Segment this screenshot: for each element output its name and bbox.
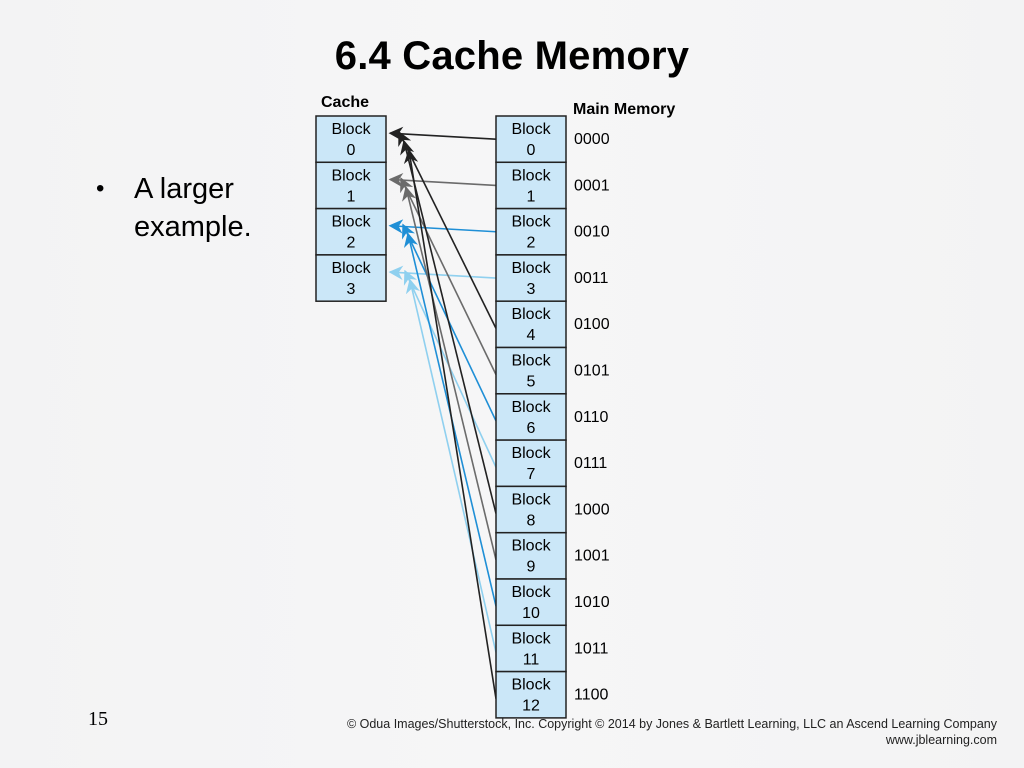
memory-address: 0001 [574,177,610,194]
copyright-line: © Odua Images/Shutterstock, Inc. Copyrig… [346,717,997,731]
memory-block-10: Block 10 [495,578,567,627]
mapping-arrow-9-to-1 [402,186,497,561]
block-word: Block [331,260,371,277]
memory-block-11: Block 11 [495,624,567,673]
block-word: Block [511,584,551,601]
cache-block-0: Block 0 [315,115,387,164]
block-box [495,670,567,719]
block-number: 0 [347,142,356,159]
bullet-dot-icon: • [96,175,105,202]
cache-label: Cache [321,94,369,111]
memory-address: 0111 [574,455,607,472]
mapping-arrow-5-to-1 [400,177,497,375]
memory-address: 1010 [574,594,610,611]
memory-block-1: Block 1 [495,161,567,210]
memory-blocks: Block00000Block10001Block20010Block30011… [495,115,610,719]
block-number: 1 [527,188,536,205]
bullet-list: • A larger example. [96,170,316,246]
bullet-text: A larger example. [134,173,252,243]
memory-block-12: Block 12 [495,670,567,719]
mapping-arrow-12-to-0 [403,148,497,699]
memory-block-9: Block 9 [495,531,567,580]
memory-block-3: Block 3 [495,254,567,302]
block-word: Block [511,260,551,277]
block-number: 3 [347,281,356,298]
page-number: 15 [88,708,108,730]
block-word: Block [511,538,551,555]
block-word: Block [511,445,551,462]
block-number: 2 [347,235,356,252]
memory-address: 1011 [574,640,609,657]
memory-block-0: Block 0 [495,115,567,164]
block-word: Block [331,214,371,231]
block-word: Block [331,167,371,184]
block-number: 7 [527,466,536,483]
block-box [495,300,567,349]
memory-block-6: Block 6 [495,393,567,441]
memory-block-2: Block 2 [495,207,567,256]
block-box [315,254,387,302]
memory-address: 0100 [574,316,610,333]
mapping-arrow-8-to-0 [400,139,497,514]
memory-address: 0101 [574,363,610,380]
block-word: Block [511,399,551,416]
block-box [495,578,567,627]
block-number: 2 [527,235,536,252]
memory-address: 1000 [574,501,610,518]
block-number: 4 [527,327,536,344]
block-word: Block [511,167,551,184]
block-number: 9 [527,559,536,576]
block-word: Block [511,491,551,508]
cache-block-2: Block 2 [315,207,387,256]
mapping-arrow-0-to-0 [388,126,497,142]
mapping-arrows [388,126,497,699]
memory-address: 1100 [574,687,609,704]
block-word: Block [511,677,551,694]
block-number: 3 [527,281,536,298]
mapping-arrow-11-to-3 [405,278,497,653]
block-number: 6 [527,420,536,437]
block-word: Block [511,121,551,138]
memory-block-5: Block 5 [495,346,567,395]
block-number: 12 [522,698,540,715]
block-box [495,624,567,673]
memory-address: 0011 [574,270,609,287]
memory-address: 0110 [574,409,609,426]
memory-address: 1001 [574,548,610,565]
main-memory-label: Main Memory [573,101,675,118]
mapping-arrow-4-to-0 [398,130,497,329]
bullet-item: • A larger example. [96,170,316,246]
memory-address: 0000 [574,131,610,148]
block-box [315,207,387,256]
copyright-url: www.jblearning.com [885,733,997,747]
block-number: 10 [522,605,540,622]
block-word: Block [511,630,551,647]
mapping-arrow-1-to-1 [388,172,497,188]
block-box [495,254,567,302]
block-word: Block [511,353,551,370]
block-word: Block [331,121,371,138]
memory-block-7: Block 7 [495,439,567,488]
block-number: 11 [523,651,540,668]
copyright-notice: © Odua Images/Shutterstock, Inc. Copyrig… [347,716,997,748]
memory-block-8: Block 8 [495,485,567,534]
slide-title: 6.4 Cache Memory [334,34,690,78]
block-number: 1 [347,188,356,205]
block-number: 0 [527,142,536,159]
cache-block-3: Block 3 [315,254,387,302]
block-number: 8 [527,512,536,529]
block-number: 5 [527,374,536,391]
block-word: Block [511,214,551,231]
block-box [315,115,387,164]
memory-block-4: Block 4 [495,300,567,349]
block-word: Block [511,306,551,323]
block-box [495,393,567,441]
cache-block-1: Block 1 [315,161,387,210]
block-box [495,161,567,210]
memory-address: 0010 [574,224,610,241]
